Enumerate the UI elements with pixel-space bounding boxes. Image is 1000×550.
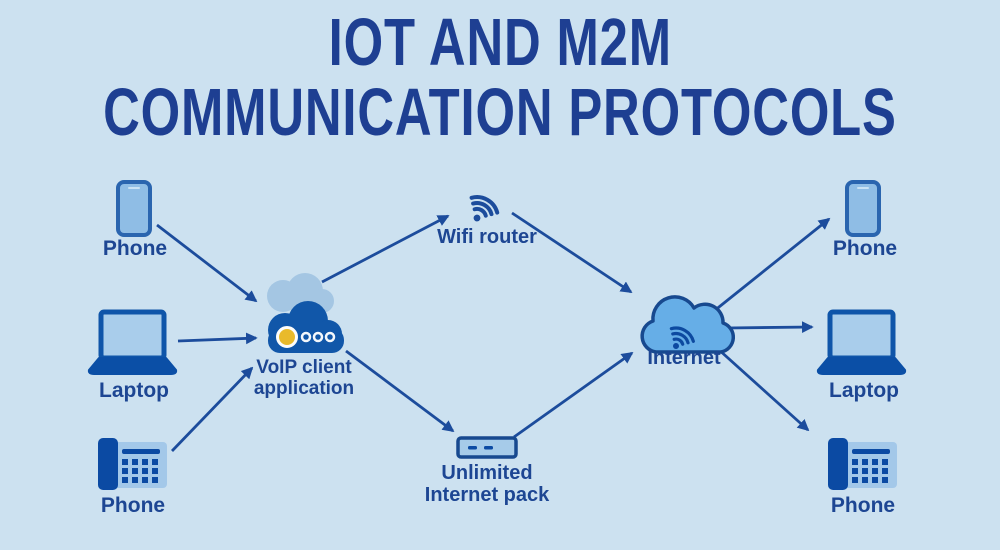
title-text-2: COMMUNICATION PROTOCOLS	[103, 75, 897, 151]
label-laptop-right: Laptop	[829, 379, 899, 402]
page-title-line-1: IOT AND M2M	[0, 9, 1000, 76]
arrow-internet-pack-to-internet	[513, 351, 634, 439]
label-wifi-router: Wifi router	[437, 226, 537, 248]
wifi-signal-icon	[469, 195, 500, 222]
internet-wifi-glyph	[669, 326, 695, 349]
label-phone-left-top: Phone	[102, 237, 168, 260]
page-title-line-2: COMMUNICATION PROTOCOLS	[0, 79, 1000, 146]
voip-dots	[300, 331, 336, 343]
label-voip-client: VoIP client application	[253, 357, 355, 399]
label-voip-client-line1: VoIP client	[256, 357, 352, 378]
label-phone-right-top: Phone	[832, 237, 898, 260]
laptop-icon	[87, 309, 178, 375]
arrow-layer	[156, 211, 831, 452]
smartphone-icon	[845, 180, 881, 237]
arrow-internet-to-laptop-right	[725, 321, 814, 333]
label-phone-left-bottom: Phone	[100, 494, 166, 517]
voip-status-dot	[276, 326, 298, 348]
arrow-phone-left-top-to-voip	[156, 223, 258, 303]
label-internet-pack-line1: Unlimited	[441, 462, 533, 484]
label-internet-pack: Unlimited Internet pack	[424, 462, 550, 506]
modem-icon	[456, 436, 518, 459]
smartphone-icon	[116, 180, 152, 237]
title-text-1: IOT AND M2M	[328, 5, 672, 81]
arrow-voip-to-wifi-router	[321, 214, 450, 284]
label-internet: Internet	[647, 347, 721, 369]
label-phone-right-bottom: Phone	[830, 494, 896, 517]
arrow-internet-to-phone-right-bottom	[717, 347, 810, 432]
back-cloud	[267, 273, 334, 313]
voip-cloud-icon	[267, 273, 344, 353]
label-voip-client-line2: application	[253, 377, 355, 399]
laptop-icon	[816, 309, 907, 375]
arrow-laptop-left-to-voip	[177, 332, 258, 345]
arrow-wifi-router-to-internet	[511, 211, 633, 294]
label-internet-pack-line2: Internet pack	[424, 483, 550, 506]
desk-phone-icon	[828, 438, 897, 490]
arrow-phone-left-bottom-to-voip	[170, 366, 254, 452]
cloud-wifi-icon	[640, 295, 736, 354]
label-laptop-left: Laptop	[99, 379, 169, 402]
desk-phone-icon	[98, 438, 167, 490]
arrow-voip-to-internet-pack	[345, 349, 455, 433]
arrow-internet-to-phone-right-top	[713, 217, 831, 313]
